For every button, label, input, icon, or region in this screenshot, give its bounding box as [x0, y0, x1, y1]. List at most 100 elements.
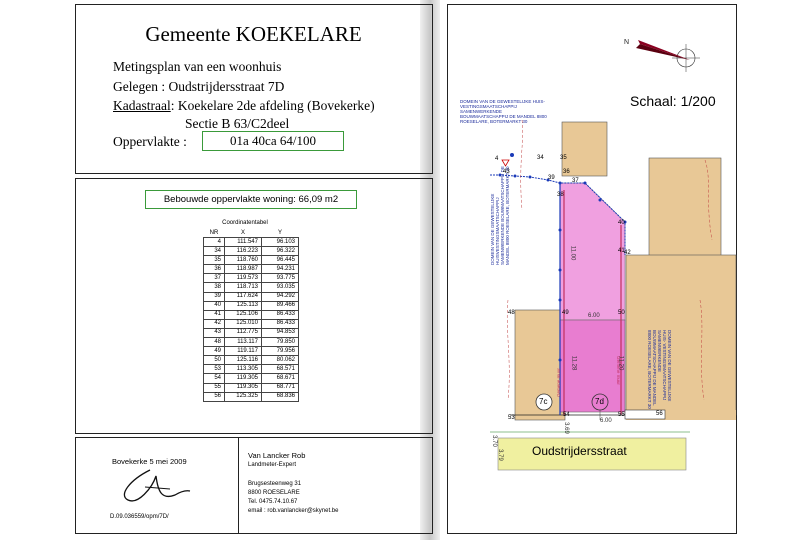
coord-y: 94.231 — [261, 264, 299, 275]
footer-divider — [238, 437, 239, 534]
gelegen-label: Gelegen : Oudstrijdersstraat 7D — [113, 79, 285, 94]
coord-nr: 4 — [203, 236, 225, 248]
owner-note-right: DOMEIN VAN DE GEWESTELIJKE HUIS- VESTING… — [647, 330, 672, 409]
coord-nr: 38 — [203, 282, 225, 293]
coord-nr: 43 — [203, 327, 225, 339]
coord-x: 125.116 — [224, 355, 262, 366]
kadastraal-key: Kadastraal — [113, 98, 171, 113]
point-label-36: 36 — [563, 169, 570, 175]
coord-x: 111.547 — [224, 236, 262, 248]
point-label-41: 41 — [618, 248, 625, 254]
bebouwde-oppervlakte: Bebouwde oppervlakte woning: 66,09 m2 — [145, 190, 357, 209]
street-name: Oudstrijdersstraat — [532, 444, 627, 458]
dim-6-00-top: 6.00 — [588, 313, 600, 319]
coord-nr: 50 — [203, 355, 225, 366]
dim-3-69: 3.69 — [562, 422, 569, 434]
coord-nr: 42 — [203, 318, 225, 329]
coord-nr: 56 — [203, 391, 225, 402]
point-label-34: 34 — [537, 155, 544, 161]
coord-y: 86.433 — [261, 309, 299, 320]
surveyor-title: Landmeter-Expert — [248, 462, 297, 468]
coord-table-title: Coordinatentabel — [222, 220, 268, 226]
coord-nr: 41 — [203, 309, 225, 320]
coord-nr: 49 — [203, 346, 225, 357]
coord-y: 68.571 — [261, 364, 299, 375]
coord-x: 125.010 — [224, 318, 262, 329]
col-x: X — [240, 230, 245, 236]
point-label-43: 43 — [503, 169, 510, 175]
coord-y: 94.292 — [261, 291, 299, 302]
surveyor-name: Van Lancker Rob — [248, 451, 306, 460]
point-label-53: 53 — [508, 415, 515, 421]
point-label-38: 38 — [557, 192, 564, 198]
lot-label-7d: 7d — [595, 397, 604, 406]
coord-y: 86.433 — [261, 318, 299, 329]
header-frame — [75, 4, 433, 174]
coord-nr: 36 — [203, 264, 225, 275]
surveyor-address: Brugsesteenweg 31 — [248, 481, 302, 487]
coord-x: 112.775 — [224, 327, 262, 339]
coord-x: 113.117 — [224, 337, 262, 348]
point-label-4: 4 — [495, 156, 499, 162]
coord-nr: 53 — [203, 364, 225, 375]
owner-note-top: DOMEIN VAN DE GEWESTELIJKE HUIS- VESTING… — [460, 99, 547, 124]
kadastraal-label: Kadastraal: Koekelare 2de afdeling (Bove… — [113, 98, 375, 114]
coord-y: 79.956 — [261, 346, 299, 357]
coord-nr: 39 — [203, 291, 225, 302]
coord-x: 125.113 — [224, 300, 262, 311]
coord-y: 96.322 — [261, 246, 299, 257]
coord-x: 118.987 — [224, 264, 262, 275]
scale-label: Schaal: 1/200 — [630, 93, 716, 109]
coord-x: 125.325 — [224, 391, 262, 402]
dim-3-70: 3.70 — [490, 435, 497, 447]
sectie-label: Sectie B 63/C2deel — [185, 116, 290, 131]
coord-x: 119.305 — [224, 382, 262, 393]
coord-y: 68.836 — [261, 391, 299, 402]
gemene-muur-label-2: Gemene muur — [615, 356, 621, 385]
coord-x: 119.305 — [224, 373, 262, 384]
metingsplan-label: Metingsplan van een woonhuis — [113, 59, 282, 74]
coord-y: 68.771 — [261, 382, 299, 393]
coord-y: 96.103 — [261, 236, 299, 248]
coord-nr: 35 — [203, 255, 225, 266]
coord-y: 94.853 — [261, 327, 299, 339]
oppervlakte-label: Oppervlakte : — [113, 134, 187, 149]
coord-x: 125.106 — [224, 309, 262, 320]
place-date: Bovekerke 5 mei 2009 — [112, 457, 187, 466]
dim-6-00-bottom: 6.00 — [600, 418, 612, 424]
coord-x: 118.760 — [224, 255, 262, 266]
plan-frame — [447, 4, 737, 534]
coord-table-header: NR X Y — [204, 229, 299, 238]
kadastraal-value: : Koekelare 2de afdeling (Bovekerke) — [170, 98, 375, 113]
coords-frame — [75, 178, 433, 434]
footer-frame — [75, 437, 433, 534]
coord-x: 118.713 — [224, 282, 262, 293]
col-y: Y — [277, 230, 282, 236]
point-label-37: 37 — [572, 178, 579, 184]
surveyor-email: email : rob.vanlancker@skynet.be — [248, 508, 339, 514]
point-label-40: 40 — [618, 220, 625, 226]
surveyor-tel: Tel. 0475.74.10.67 — [248, 499, 298, 505]
coord-nr: 48 — [203, 337, 225, 348]
coord-y: 68.671 — [261, 373, 299, 384]
dim-11-00: 11.00 — [569, 245, 576, 261]
col-nr: NR — [209, 230, 219, 236]
coord-y: 93.775 — [261, 273, 299, 284]
point-label-39: 39 — [548, 175, 555, 181]
